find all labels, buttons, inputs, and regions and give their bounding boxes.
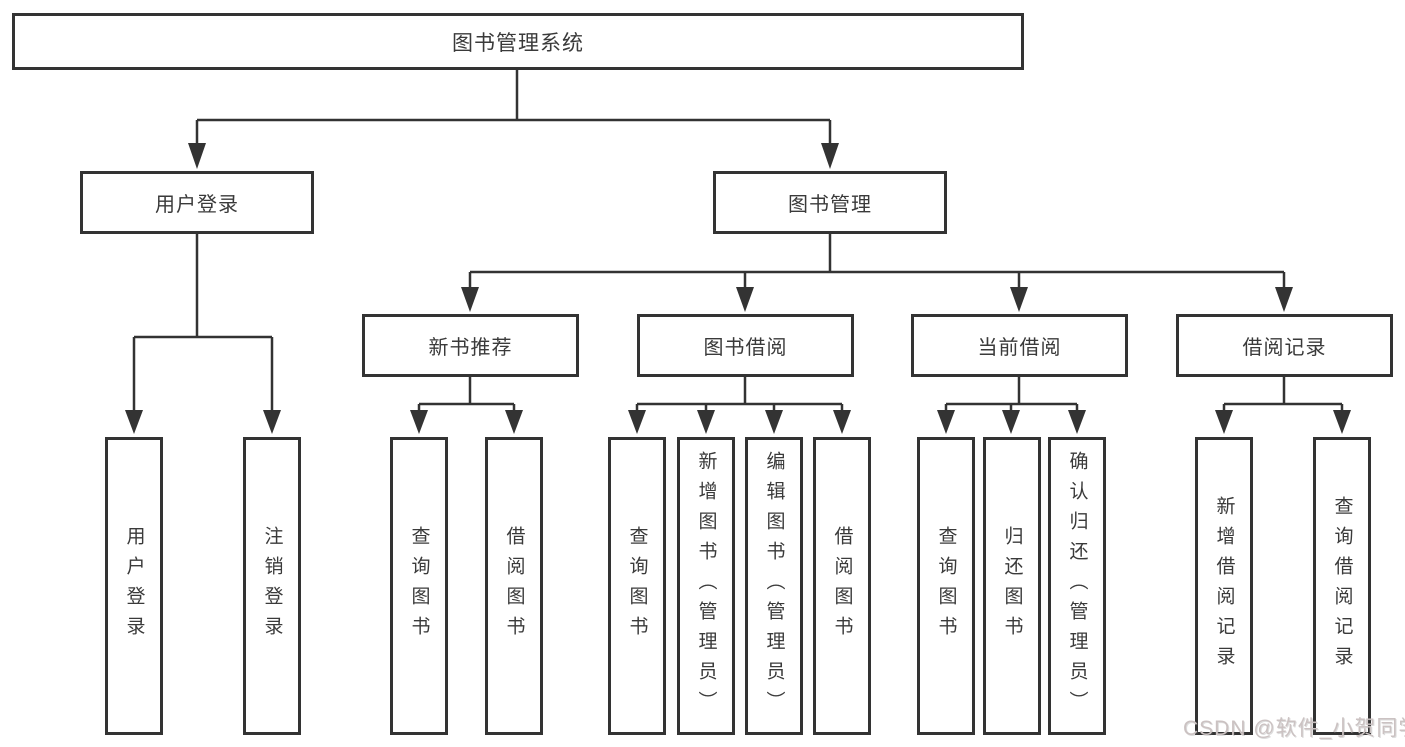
leaf-current-confirm-return-admin-label: 确认归还（管理员） [1066, 451, 1088, 721]
node-current-borrow: 当前借阅 [911, 314, 1128, 377]
leaf-borrow-edit-book-admin: 编辑图书（管理员） [745, 437, 803, 735]
leaf-records-query-record-label: 查询借阅记录 [1331, 496, 1353, 676]
node-book-management: 图书管理 [713, 171, 947, 234]
leaf-recommend-query-book: 查询图书 [390, 437, 448, 735]
leaf-borrow-borrow-book: 借阅图书 [813, 437, 871, 735]
leaf-borrow-query-book: 查询图书 [608, 437, 666, 735]
leaf-recommend-borrow-book-label: 借阅图书 [503, 526, 525, 646]
leaf-user-login: 用户登录 [105, 437, 163, 735]
node-new-book-recommend-label: 新书推荐 [428, 337, 513, 359]
leaf-logout: 注销登录 [243, 437, 301, 735]
leaf-borrow-query-book-label: 查询图书 [626, 526, 648, 646]
node-book-borrow: 图书借阅 [637, 314, 854, 377]
node-borrow-records: 借阅记录 [1176, 314, 1393, 377]
node-root: 图书管理系统 [12, 13, 1024, 70]
leaf-current-confirm-return-admin: 确认归还（管理员） [1048, 437, 1106, 735]
leaf-current-query-book-label: 查询图书 [935, 526, 957, 646]
csdn-watermark: CSDN @软件_小贺同学 [1183, 717, 1405, 740]
node-root-label: 图书管理系统 [452, 31, 584, 55]
leaf-borrow-add-book-admin-label: 新增图书（管理员） [695, 451, 717, 721]
leaf-borrow-add-book-admin: 新增图书（管理员） [677, 437, 735, 735]
leaf-current-query-book: 查询图书 [917, 437, 975, 735]
leaf-borrow-borrow-book-label: 借阅图书 [831, 526, 853, 646]
node-current-borrow-label: 当前借阅 [977, 337, 1062, 359]
node-user-login: 用户登录 [80, 171, 314, 234]
leaf-logout-label: 注销登录 [261, 526, 283, 646]
node-borrow-records-label: 借阅记录 [1242, 337, 1327, 359]
leaf-records-add-record-label: 新增借阅记录 [1213, 496, 1235, 676]
node-book-management-label: 图书管理 [788, 194, 872, 216]
leaf-records-add-record: 新增借阅记录 [1195, 437, 1253, 735]
leaf-records-query-record: 查询借阅记录 [1313, 437, 1371, 735]
node-book-borrow-label: 图书借阅 [703, 337, 788, 359]
node-new-book-recommend: 新书推荐 [362, 314, 579, 377]
leaf-recommend-borrow-book: 借阅图书 [485, 437, 543, 735]
leaf-user-login-label: 用户登录 [123, 526, 145, 646]
leaf-current-return-book-label: 归还图书 [1001, 526, 1023, 646]
leaf-recommend-query-book-label: 查询图书 [408, 526, 430, 646]
node-user-login-label: 用户登录 [155, 194, 239, 216]
leaf-borrow-edit-book-admin-label: 编辑图书（管理员） [763, 451, 785, 721]
leaf-current-return-book: 归还图书 [983, 437, 1041, 735]
